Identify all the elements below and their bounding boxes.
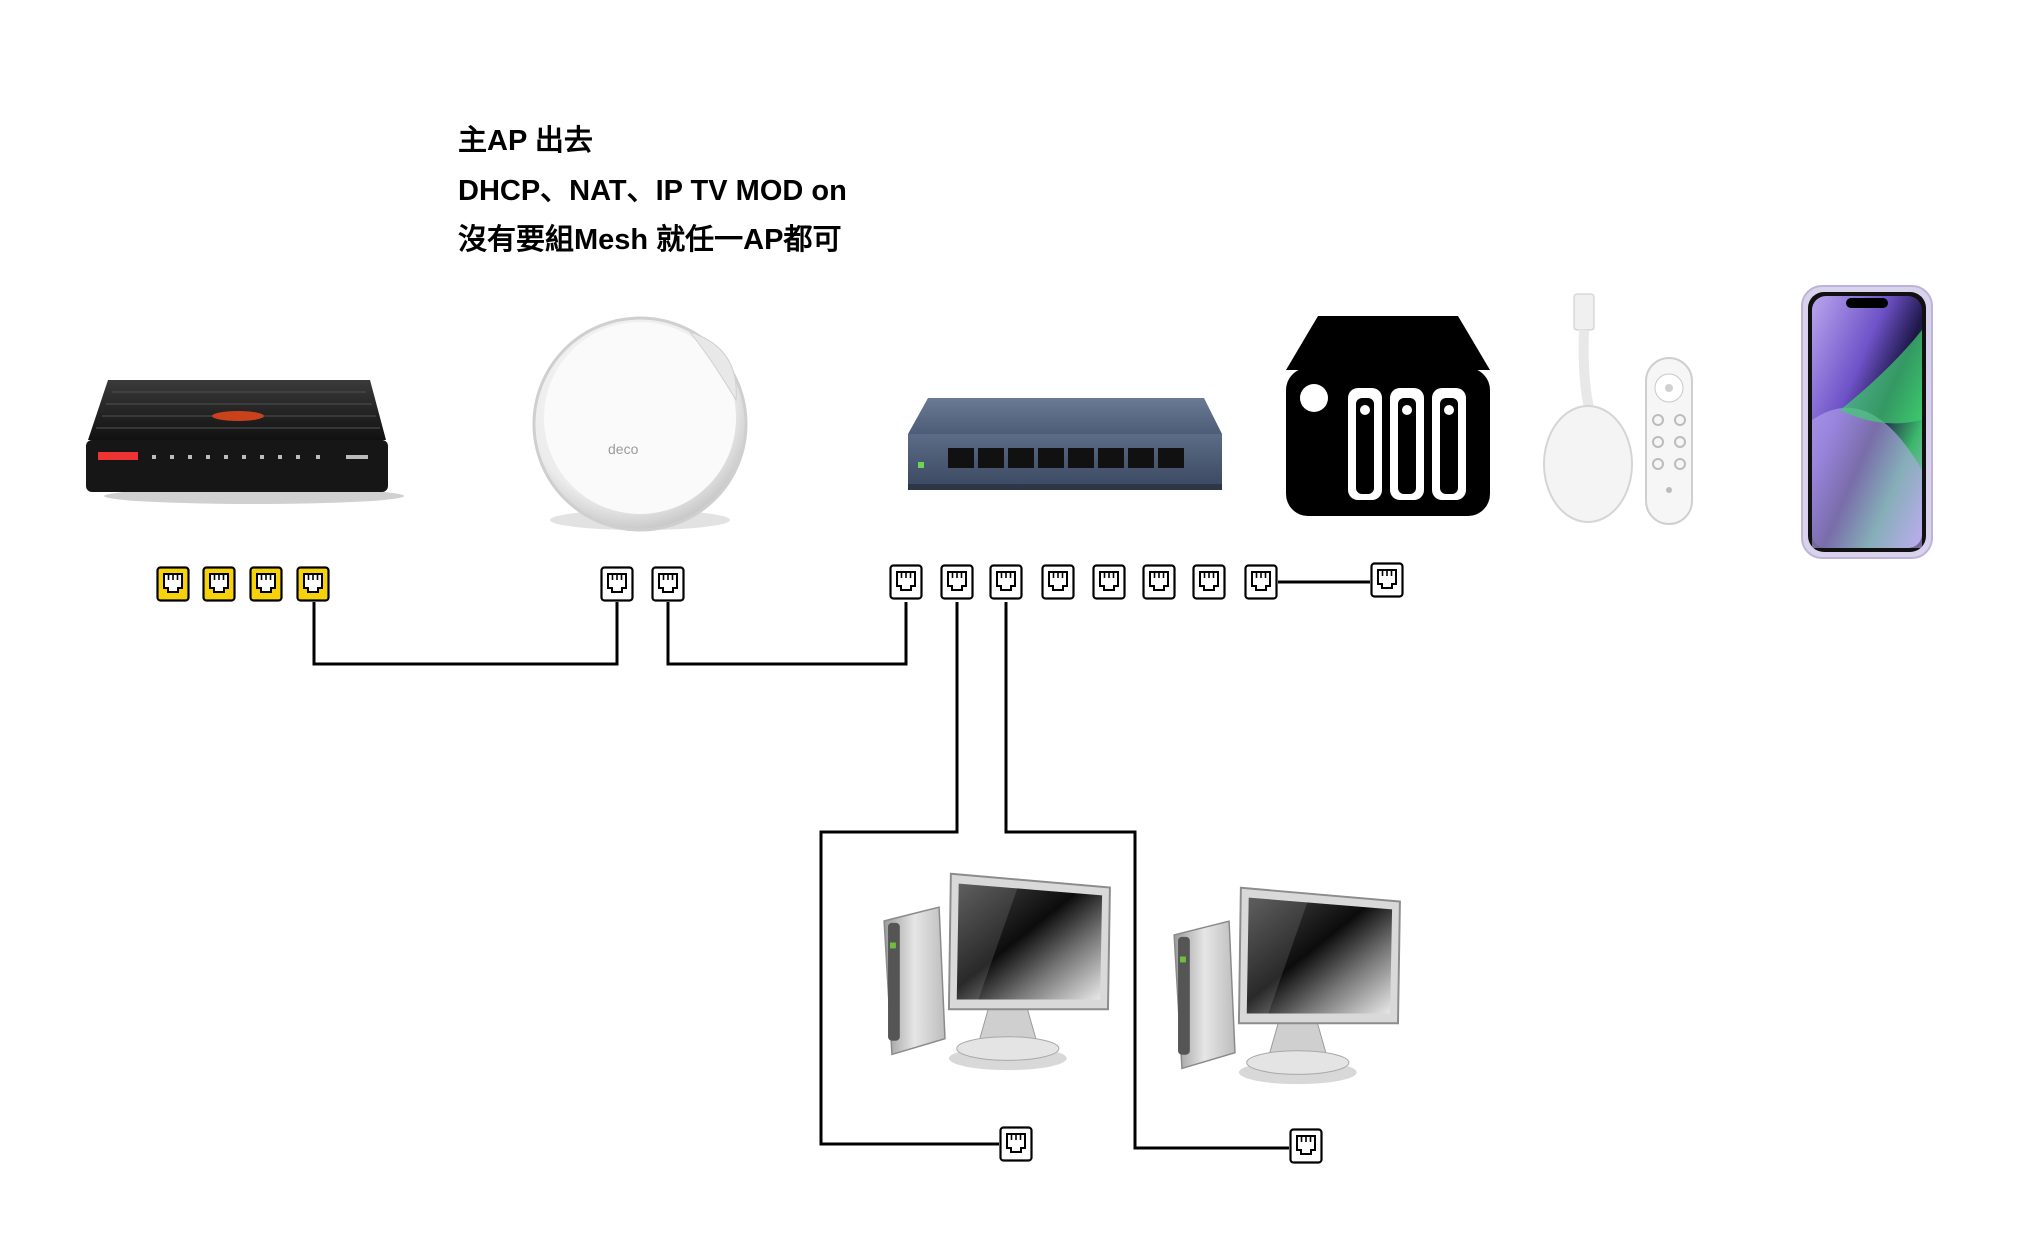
ethernet-port-icon [296, 566, 330, 602]
ethernet-port-icon [1289, 1128, 1323, 1164]
smartphone-icon [1801, 285, 1933, 559]
ethernet-port-icon [156, 566, 190, 602]
ethernet-port-icon [1092, 564, 1126, 600]
switch-ports [889, 564, 1278, 600]
ethernet-port-icon [600, 566, 634, 602]
pc-ports [999, 1126, 1323, 1164]
nas-icon [1286, 316, 1490, 516]
ethernet-port-icon [889, 564, 923, 600]
ethernet-switch-icon [908, 398, 1222, 490]
mesh-ap-icon: deco [532, 316, 748, 532]
svg-text:deco: deco [608, 441, 639, 457]
desktop-computer-icon [883, 872, 1111, 1072]
connection-lines [312, 580, 1370, 1150]
nas-port [1370, 562, 1404, 598]
ap-ports [600, 566, 685, 602]
modem-router-icon [86, 380, 404, 504]
link-switch-to-pc-1 [819, 602, 999, 1146]
note-line-3: 沒有要組Mesh 就任一AP都可 [458, 224, 842, 256]
ethernet-port-icon [940, 564, 974, 600]
ethernet-port-icon [1041, 564, 1075, 600]
ethernet-port-icon [1244, 564, 1278, 600]
note-line-2: DHCP、NAT、IP TV MOD on [458, 175, 847, 207]
ethernet-port-icon [1370, 562, 1404, 598]
link-switch-to-pc-2 [1004, 602, 1289, 1150]
ethernet-port-icon [989, 564, 1023, 600]
ethernet-port-icon [249, 566, 283, 602]
tv-dongle-remote-icon [1543, 293, 1693, 525]
ethernet-port-icon [651, 566, 685, 602]
link-ap-to-switch [666, 602, 908, 666]
desktop-computer-icon [1173, 886, 1401, 1086]
modem-ports [156, 566, 330, 602]
ethernet-port-icon [1192, 564, 1226, 600]
ethernet-port-icon [202, 566, 236, 602]
note-line-1: 主AP 出去 [458, 125, 593, 157]
ethernet-port-icon [1142, 564, 1176, 600]
link-modem-to-ap [312, 602, 619, 666]
ethernet-port-icon [999, 1126, 1033, 1162]
